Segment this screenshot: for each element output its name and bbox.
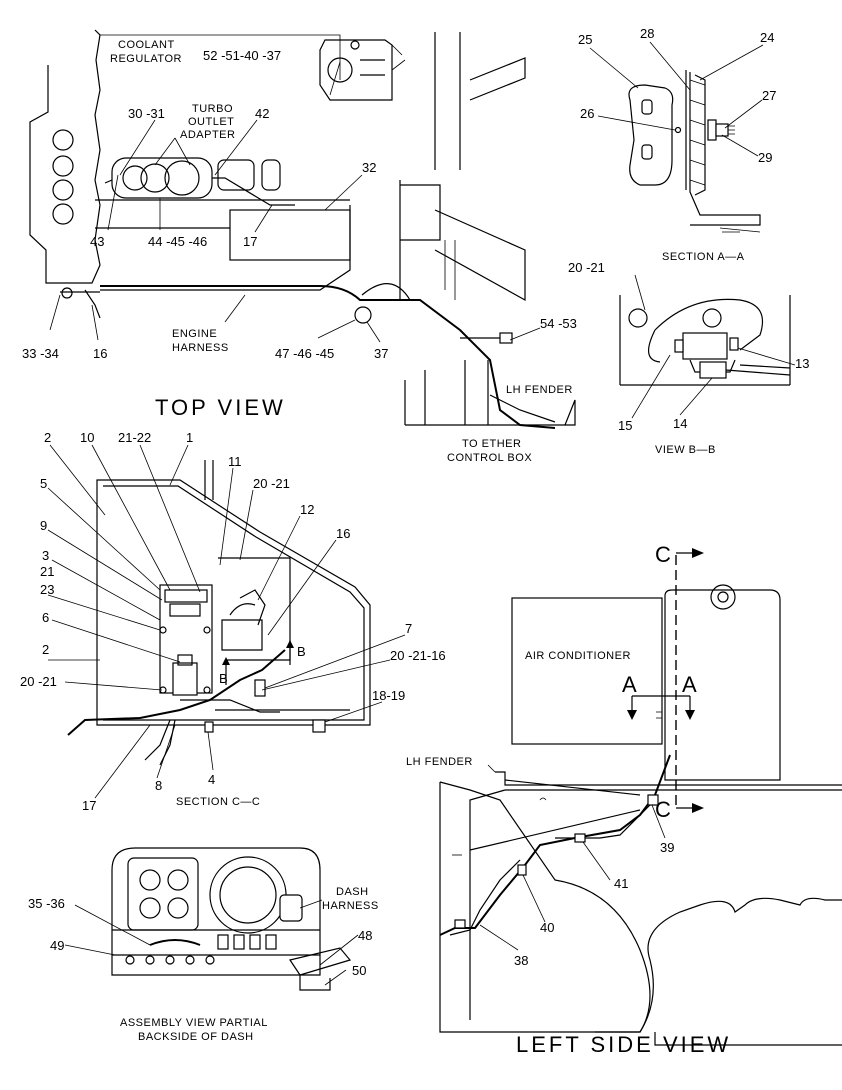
callout: 29	[758, 150, 772, 165]
section-c-c: B B 2 10 21-22 1 11 20 -21 5 12 9 16 3	[20, 430, 446, 813]
callout: 25	[578, 32, 592, 47]
view-b-b: 20 -21 13 15 14 VIEW B—B	[568, 260, 809, 456]
callout: 23	[40, 582, 54, 597]
to-ether-label: TO ETHER	[462, 438, 521, 450]
left-side-view-title: LEFT SIDE VIEW	[516, 1032, 731, 1057]
callout: 20 -21-16	[390, 648, 446, 663]
callout: 4	[208, 772, 215, 787]
section-mark-c-bottom: C	[655, 797, 674, 822]
harness-dash-label: HARNESS	[322, 900, 379, 912]
adapter-label: ADAPTER	[180, 129, 235, 141]
section-c-c-title: SECTION C—C	[176, 796, 260, 808]
callout: 20 -21	[20, 674, 57, 689]
callout: 18-19	[372, 688, 405, 703]
callout: 33 -34	[22, 346, 59, 361]
callout: 32	[362, 160, 376, 175]
callout: 14	[673, 416, 687, 431]
callout: 8	[155, 778, 162, 793]
lh-fender-side-label: LH FENDER	[406, 756, 473, 768]
callout: 10	[80, 430, 94, 445]
callout: 42	[255, 106, 269, 121]
assembly-title-1: ASSEMBLY VIEW PARTIAL	[120, 1017, 268, 1029]
callout: 48	[358, 928, 372, 943]
callout: 11	[228, 454, 242, 469]
callout: 17	[243, 234, 257, 249]
callout: 16	[93, 346, 107, 361]
callout: 52 -51-40 -37	[203, 48, 281, 63]
callout: 38	[514, 953, 528, 968]
section-mark-a-right: A	[682, 672, 700, 697]
callout: 2	[44, 430, 51, 445]
lh-fender-top-label: LH FENDER	[506, 384, 573, 396]
callout: 6	[42, 610, 49, 625]
left-side-view: AIR CONDITIONER C C A A	[406, 542, 842, 1057]
callout: 12	[300, 502, 314, 517]
callout: 49	[50, 938, 64, 953]
callout: 15	[618, 418, 632, 433]
callout: 28	[640, 26, 654, 41]
callout: 16	[336, 526, 350, 541]
section-a-a-title: SECTION A—A	[662, 251, 745, 263]
callout: 44 -45 -46	[148, 234, 207, 249]
callout: 5	[40, 476, 47, 491]
callout: 40	[540, 920, 554, 935]
callout: 30 -31	[128, 106, 165, 121]
dash-label: DASH	[336, 886, 369, 898]
view-b-b-title: VIEW B—B	[655, 444, 716, 456]
callout: 20 -21	[568, 260, 605, 275]
callout: 1	[186, 430, 193, 445]
callout: 20 -21	[253, 476, 290, 491]
callout: 21	[40, 564, 54, 579]
control-box-label: CONTROL BOX	[447, 452, 532, 464]
callout: 47 -46 -45	[275, 346, 334, 361]
callout: 9	[40, 518, 47, 533]
callout: 43	[90, 234, 104, 249]
coolant-regulator-label: COOLANT	[118, 39, 175, 51]
top-view-title: TOP VIEW	[155, 395, 286, 420]
coolant-regulator-label-2: REGULATOR	[110, 53, 182, 65]
callout: 27	[762, 88, 776, 103]
turbo-label: TURBO	[192, 103, 233, 115]
callout: 54 -53	[540, 316, 577, 331]
air-conditioner-label: AIR CONDITIONER	[525, 650, 631, 662]
callout: 3	[42, 548, 49, 563]
marker-b-left: B	[219, 671, 228, 686]
section-mark-c-top: C	[655, 542, 674, 567]
callout: 7	[405, 621, 412, 636]
callout: 2	[42, 642, 49, 657]
section-mark-a-left: A	[622, 672, 640, 697]
marker-b-right: B	[297, 644, 306, 659]
callout: 37	[374, 346, 388, 361]
callout: 39	[660, 840, 674, 855]
callout: 13	[795, 356, 809, 371]
outlet-label: OUTLET	[188, 116, 234, 128]
callout: 24	[760, 30, 774, 45]
callout: 41	[614, 876, 628, 891]
callout: 21-22	[118, 430, 151, 445]
assembly-title-2: BACKSIDE OF DASH	[138, 1031, 254, 1043]
callout: 35 -36	[28, 896, 65, 911]
callout: 26	[580, 106, 594, 121]
section-a-a: 25 28 24 26 27 29 SECTION A—A	[578, 26, 776, 263]
callout: 50	[352, 963, 366, 978]
top-view: COOLANT REGULATOR TURBO OUTLET ADAPTER E…	[22, 29, 577, 464]
assembly-view: 35 -36 49 48 50 DASH HARNESS ASSEMBLY VI…	[28, 847, 379, 1043]
engine-label: ENGINE	[172, 328, 217, 340]
callout: 17	[82, 798, 96, 813]
harness-label: HARNESS	[172, 342, 229, 354]
